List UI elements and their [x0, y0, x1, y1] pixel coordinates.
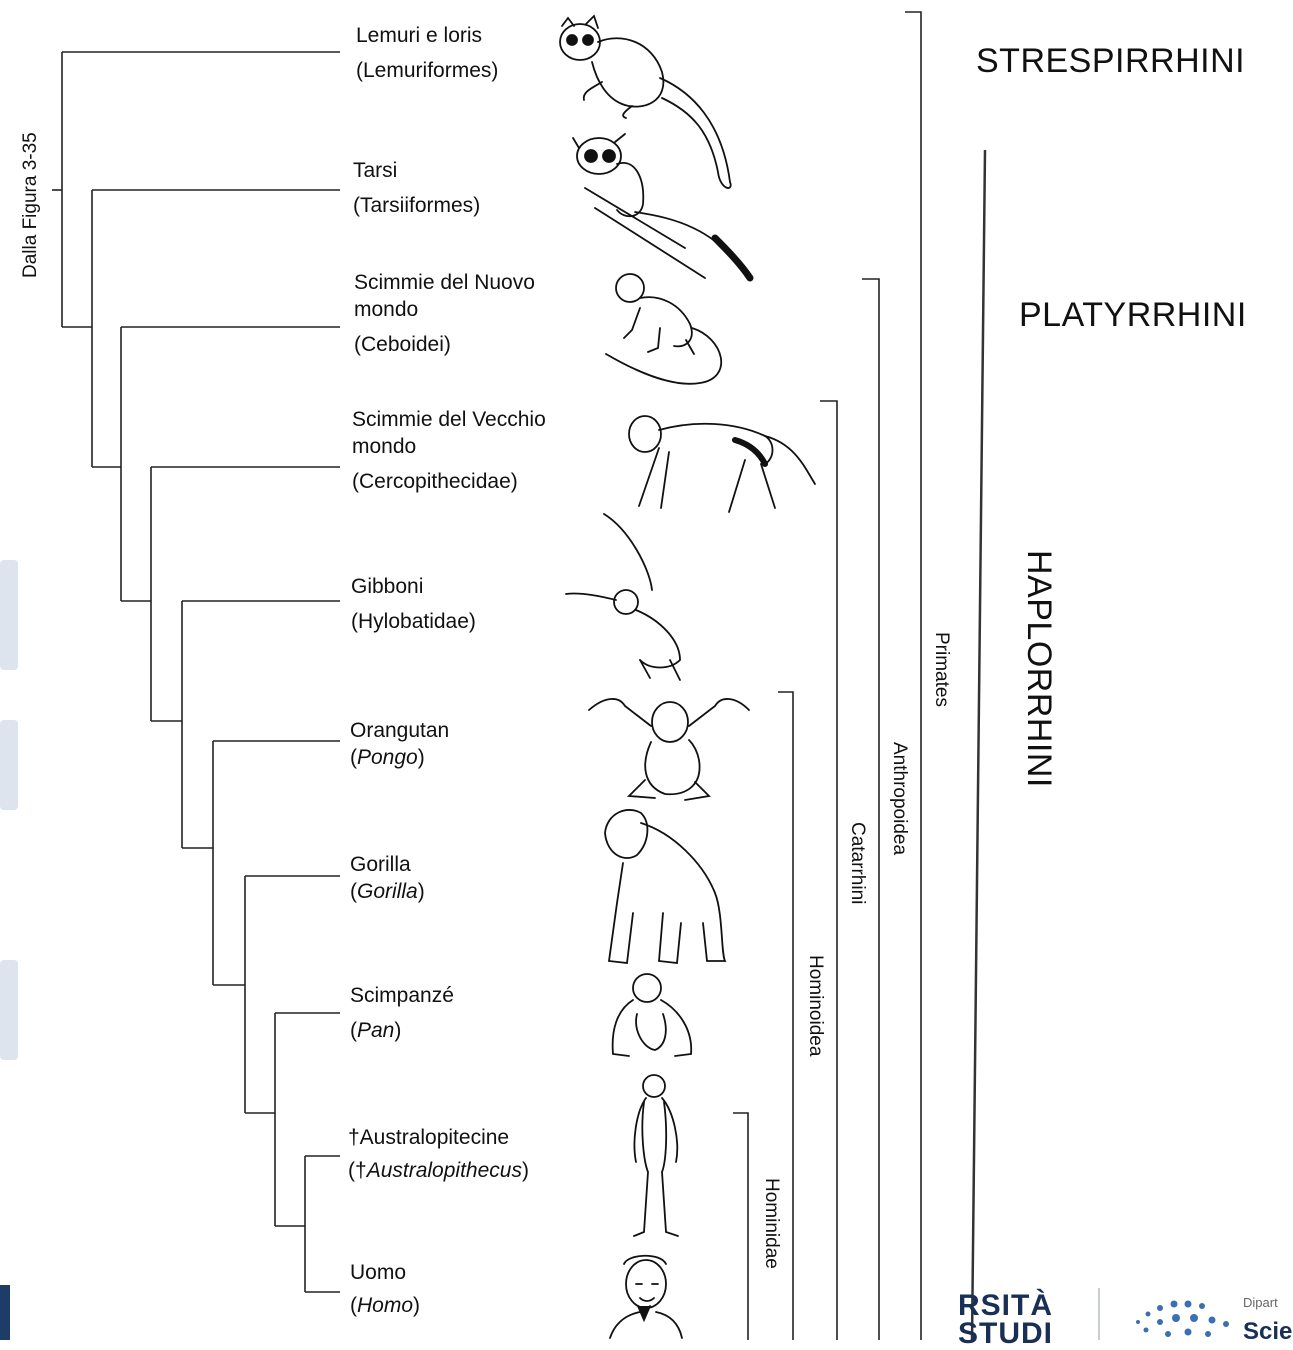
department-name-large: Scie — [1243, 1318, 1292, 1346]
logo-divider — [1098, 1288, 1100, 1340]
gibbon-illustration — [560, 510, 710, 685]
group-label-platyrrhini: PLATYRRHINI — [1019, 296, 1247, 335]
taxon-common-name: Orangutan — [350, 717, 600, 744]
taxon-uomo: Uomo (Homo) — [350, 1259, 600, 1319]
clade-label-primates: Primates — [930, 632, 952, 707]
australopithecine-illustration — [622, 1072, 692, 1242]
bracket-catarrhini — [820, 401, 837, 1340]
orangutan-illustration — [585, 690, 755, 805]
taxon-common-name: †Australopitecine — [348, 1124, 598, 1151]
department-name-small: Dipart — [1243, 1295, 1278, 1310]
taxon-scimpanze: Scimpanzé (Pan) — [350, 982, 600, 1044]
taxon-common-name: Scimpanzé — [350, 982, 600, 1009]
clade-label-hominoidea: Hominoidea — [804, 955, 826, 1056]
group-label-haplorrhini: HAPLORRHINI — [1019, 550, 1058, 788]
taxon-scientific-name: (Pan) — [350, 1017, 600, 1044]
taxon-scientific-name: (Homo) — [350, 1292, 600, 1319]
taxon-scientific-name: (Ceboidei) — [354, 331, 574, 358]
taxon-scientific-name: (Pongo) — [350, 744, 600, 771]
chimpanzee-illustration — [603, 970, 703, 1062]
taxon-common-name: Uomo — [350, 1259, 600, 1286]
figure-source-label: Dalla Figura 3-35 — [20, 132, 42, 278]
old-world-monkey-illustration — [625, 408, 820, 518]
taxon-common-name: Scimmie del Vecchio mondo — [352, 406, 592, 460]
clade-label-anthropoidea: Anthropoidea — [888, 742, 910, 855]
taxon-vecchio-mondo: Scimmie del Vecchio mondo (Cercopithecid… — [352, 406, 592, 495]
human-illustration — [600, 1250, 700, 1340]
group-label-strepsirrhini: STRESPIRRHINI — [976, 42, 1245, 81]
bracket-primates — [905, 12, 921, 1340]
taxon-nuovo-mondo: Scimmie del Nuovo mondo (Ceboidei) — [354, 269, 574, 358]
bracket-hominidae — [733, 1113, 748, 1340]
tarsier-illustration — [565, 128, 765, 288]
logo-bar — [0, 1285, 10, 1340]
taxon-scientific-name: (†Australopithecus) — [348, 1157, 598, 1184]
taxon-australopitecine: †Australopitecine (†Australopithecus) — [348, 1124, 598, 1184]
taxon-gorilla: Gorilla (Gorilla) — [350, 851, 600, 905]
taxon-common-name: Gorilla — [350, 851, 600, 878]
taxon-scientific-name: (Gorilla) — [350, 878, 600, 905]
taxon-scientific-name: (Cercopithecidae) — [352, 468, 592, 495]
new-world-monkey-illustration — [600, 268, 740, 393]
taxon-orangutan: Orangutan (Pongo) — [350, 717, 600, 771]
haplorrhini-line — [972, 150, 985, 1340]
bracket-anthropoidea — [862, 279, 879, 1340]
clade-label-hominidae: Hominidae — [760, 1178, 782, 1269]
department-logo-icon — [1128, 1292, 1238, 1340]
taxon-common-name: Scimmie del Nuovo mondo — [354, 269, 574, 323]
gorilla-illustration — [593, 803, 733, 968]
clade-label-catarrhini: Catarrhini — [846, 822, 868, 904]
